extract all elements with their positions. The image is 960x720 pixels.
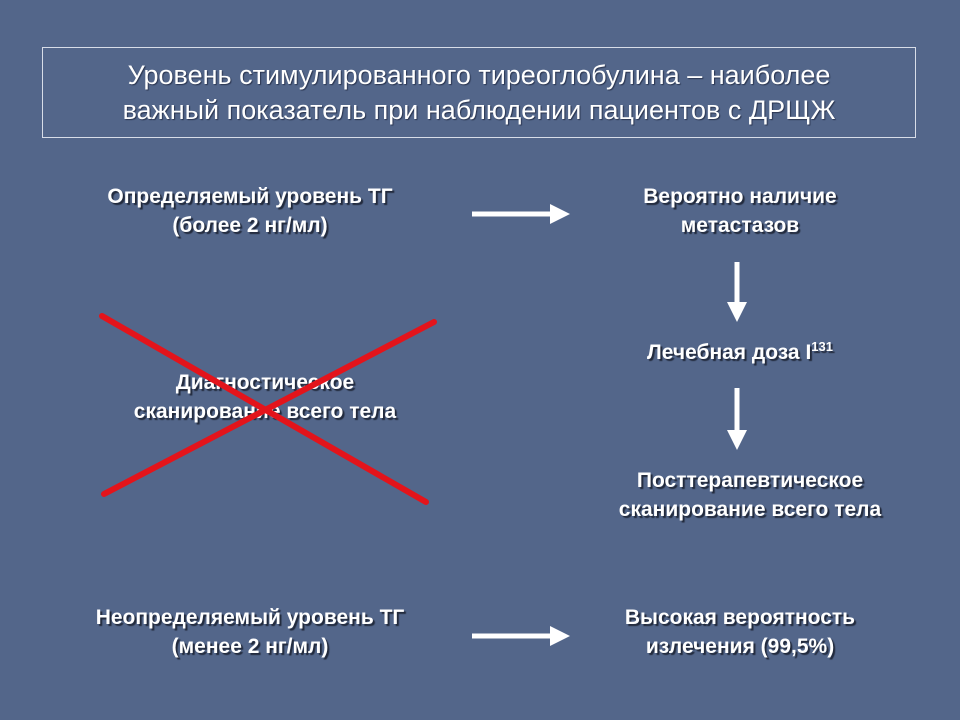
node-diagnostic-scan-line-1: Диагностическое (175, 371, 355, 394)
node-therapeutic-dose-text: Лечебная доза I131 (530, 338, 950, 367)
node-tg-undetectable-line-1: Неопределяемый уровень ТГ (95, 606, 405, 629)
arrow-down-icon-2 (727, 388, 747, 450)
node-diagnostic-scan-line-2: сканирование всего тела (133, 400, 397, 423)
dose-label: Лечебная доза I (646, 341, 812, 364)
node-cure-probability: Высокая вероятность излечения (99,5%) (530, 603, 950, 661)
node-metastases: Вероятно наличие метастазов (530, 182, 950, 240)
node-cure-probability-line-2: излечения (99,5%) (645, 635, 835, 658)
node-tg-detectable-line-1: Определяемый уровень ТГ (107, 185, 393, 208)
node-therapeutic-dose: Лечебная доза I131 (530, 338, 950, 367)
node-tg-undetectable-line-2: (менее 2 нг/мл) (171, 635, 329, 658)
node-tg-detectable: Определяемый уровень ТГ (более 2 нг/мл) (40, 182, 460, 240)
slide-title: Уровень стимулированного тиреоглобулина … (42, 47, 916, 138)
node-metastases-line-1: Вероятно наличие (643, 185, 837, 208)
node-cure-probability-line-1: Высокая вероятность (624, 606, 856, 629)
node-tg-undetectable: Неопределяемый уровень ТГ (менее 2 нг/мл… (40, 603, 460, 661)
title-line-2: важный показатель при наблюдении пациент… (122, 94, 836, 125)
arrow-down-icon-1 (727, 262, 747, 322)
dose-isotope-superscript: 131 (811, 339, 833, 354)
node-tg-detectable-line-2: (более 2 нг/мл) (172, 214, 328, 237)
node-post-therapy-scan-line-2: сканирование всего тела (618, 498, 882, 521)
node-post-therapy-scan-line-1: Посттерапевтическое (636, 469, 864, 492)
node-diagnostic-scan: Диагностическое сканирование всего тела (55, 368, 475, 426)
title-line-1: Уровень стимулированного тиреоглобулина … (127, 59, 831, 90)
node-metastases-line-2: метастазов (680, 214, 800, 237)
node-post-therapy-scan: Посттерапевтическое сканирование всего т… (540, 466, 960, 524)
